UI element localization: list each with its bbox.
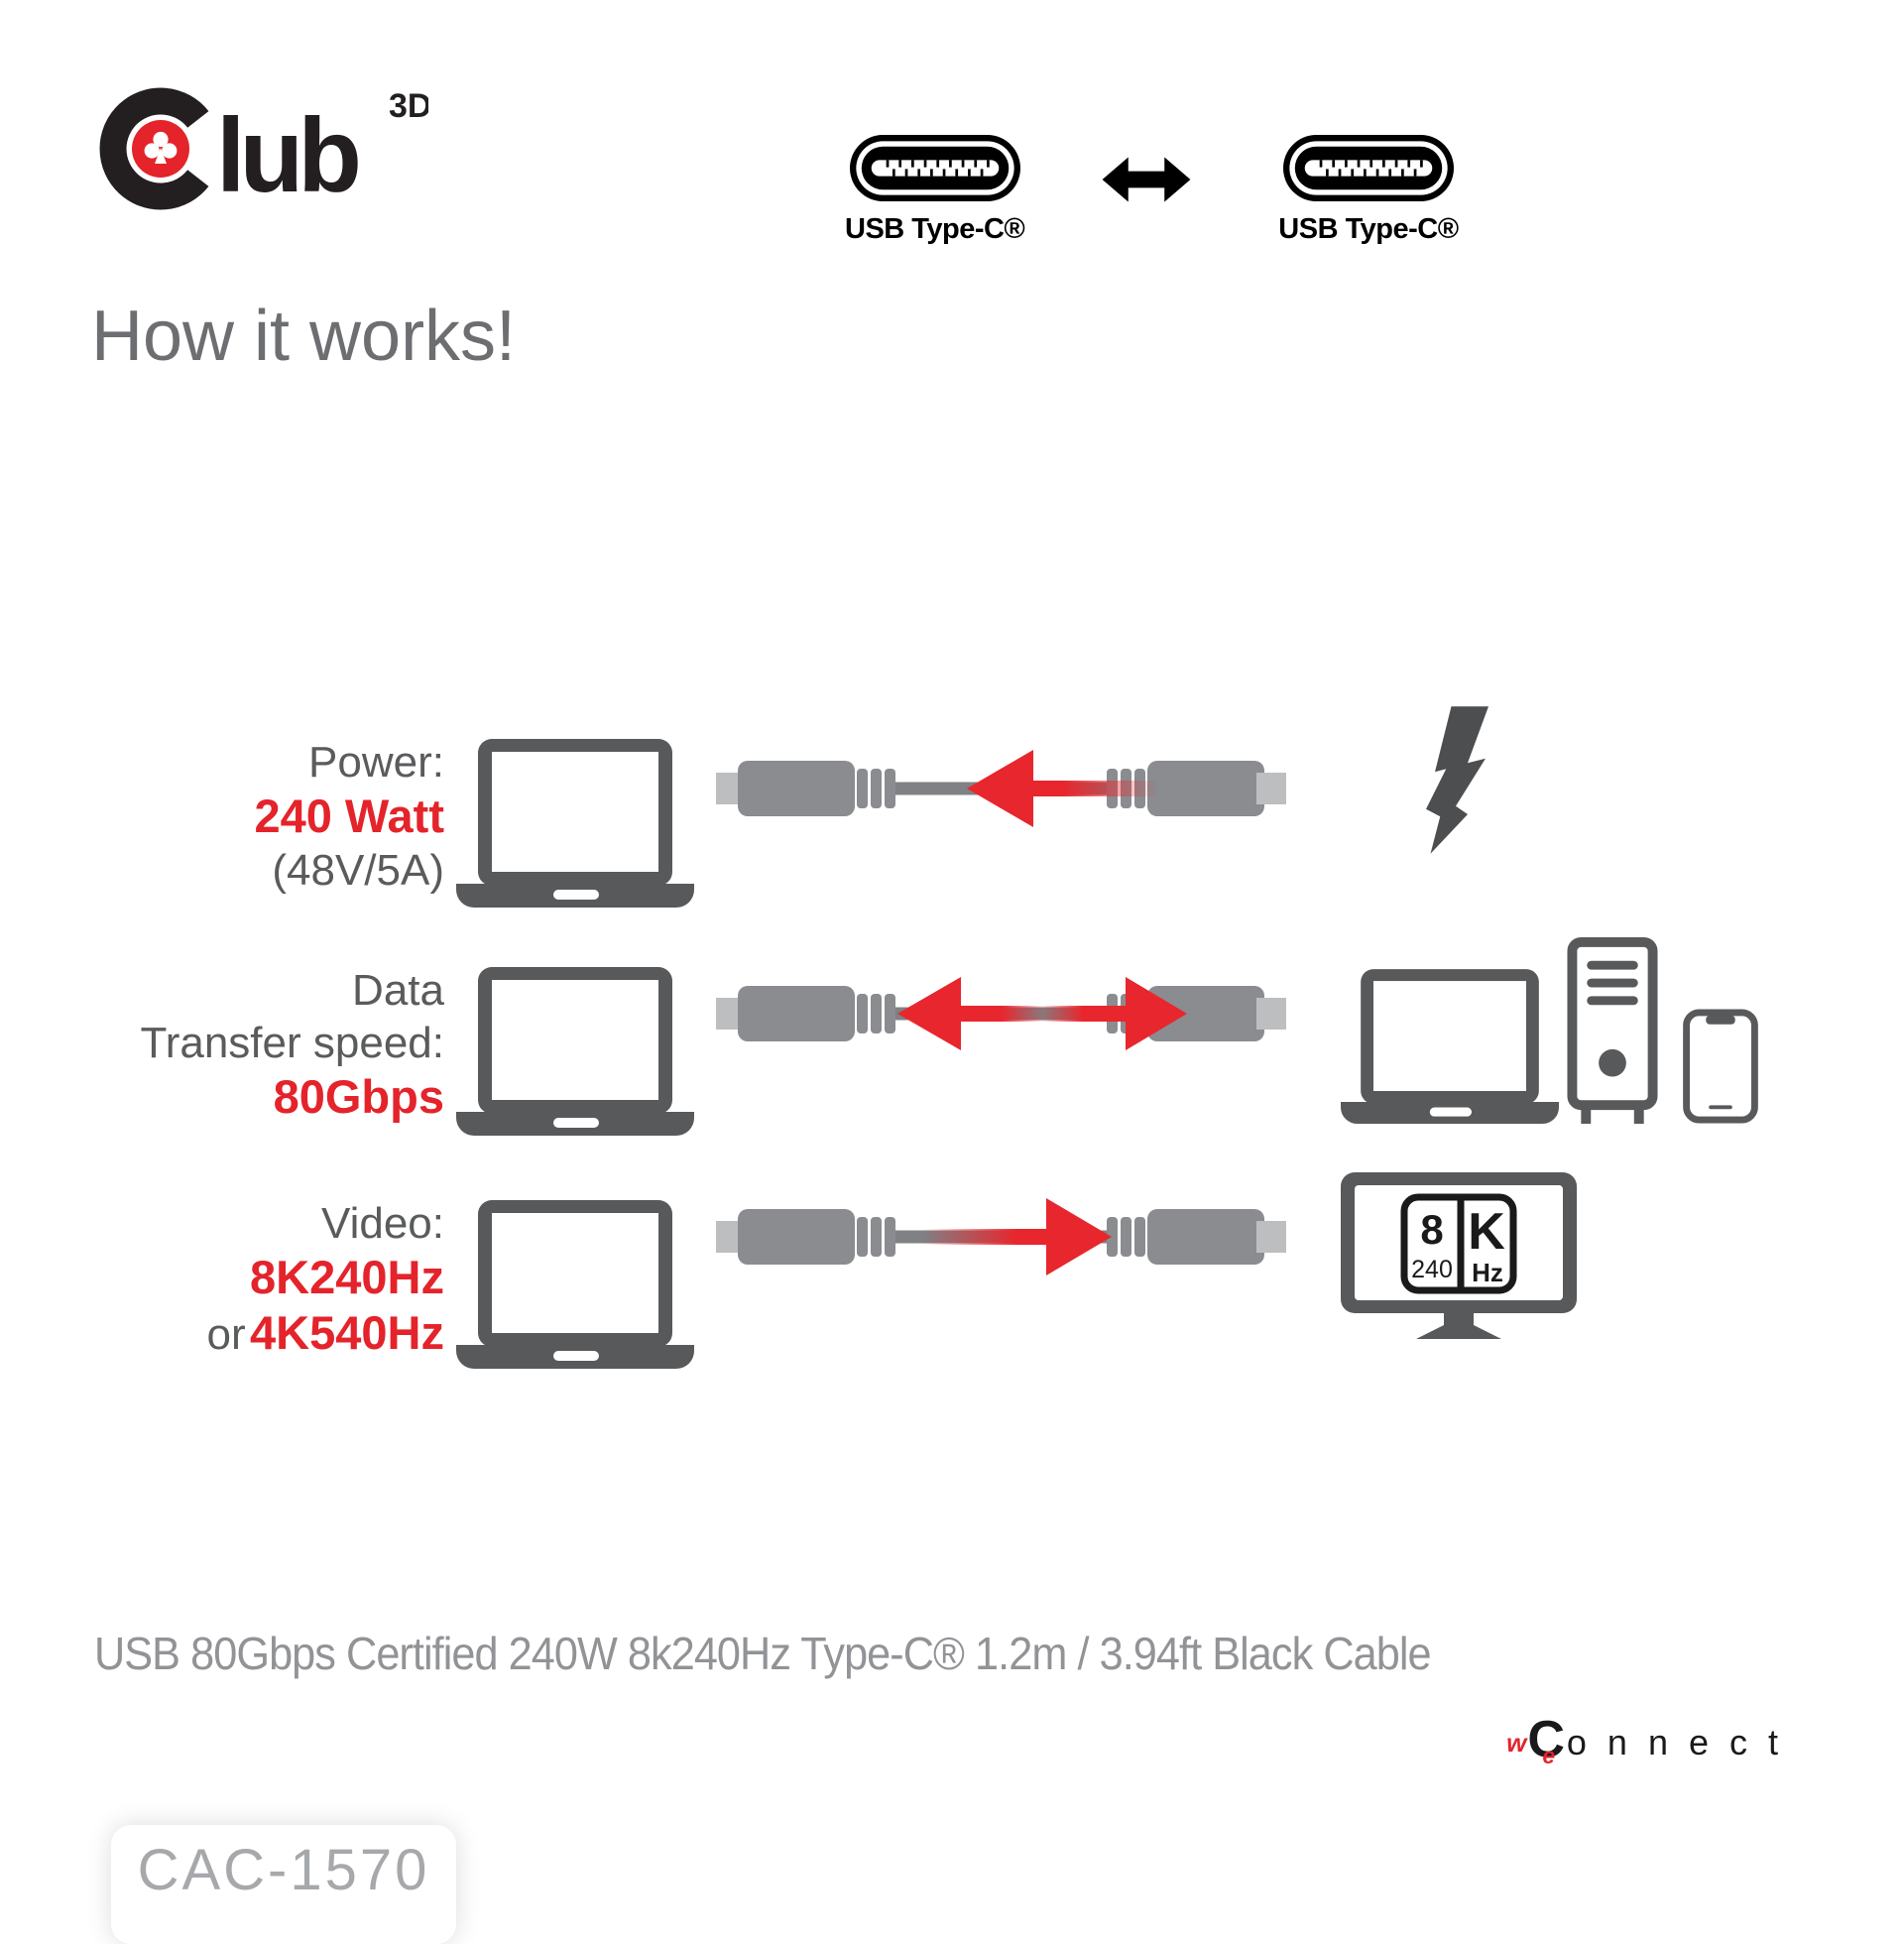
usb-c-port-icon bbox=[1282, 135, 1454, 201]
data-direction-arrow bbox=[897, 977, 1187, 1050]
cable-data-arrow-both bbox=[716, 977, 1286, 1050]
video-label: Video: bbox=[321, 1199, 444, 1248]
laptop-device-icon bbox=[1341, 969, 1559, 1124]
video-value: 8K240Hz bbox=[250, 1251, 444, 1303]
connected-devices-group bbox=[1341, 937, 1759, 1126]
data-label-line1: Data bbox=[352, 966, 444, 1015]
video-value2-line: or 4K540Hz bbox=[60, 1305, 444, 1361]
video-row-label: Video: 8K240Hz or 4K540Hz bbox=[60, 1197, 444, 1361]
bidirectional-arrow-icon bbox=[1102, 157, 1191, 202]
badge-k: K bbox=[1468, 1203, 1505, 1261]
usb-c-port-icon bbox=[849, 135, 1020, 201]
weconnect-rest: onnect bbox=[1566, 1722, 1799, 1762]
cable-video-arrow-right bbox=[716, 1198, 1286, 1276]
weconnect-w: w bbox=[1506, 1728, 1527, 1758]
data-label-line2: Transfer speed: bbox=[140, 1019, 444, 1067]
badge-240: 240 bbox=[1411, 1256, 1453, 1283]
power-sub: (48V/5A) bbox=[272, 846, 444, 895]
weconnect-e: e bbox=[1542, 1743, 1556, 1768]
usb-connector-left: USB Type-C® bbox=[845, 135, 1025, 246]
laptop-icon-data bbox=[456, 967, 694, 1136]
video-direction-arrow bbox=[922, 1198, 1112, 1276]
product-title: USB 80Gbps Certified 240W 8k240Hz Type-C… bbox=[94, 1628, 1432, 1679]
usb-connector-right: USB Type-C® bbox=[1278, 135, 1459, 246]
desktop-tower-icon bbox=[1567, 937, 1658, 1125]
usb-connectors-header: USB Type-C® USB Type-C® bbox=[845, 135, 1459, 246]
monitor-icon: 8 240 K Hz bbox=[1341, 1172, 1577, 1339]
video-or-text: or bbox=[206, 1310, 246, 1359]
club3d-logo-graphic: lub 3D bbox=[99, 87, 431, 214]
cable-power-arrow-left bbox=[716, 750, 1286, 827]
smartphone-icon bbox=[1683, 1009, 1758, 1124]
8k240hz-badge: 8 240 K Hz bbox=[1400, 1193, 1517, 1294]
data-value: 80Gbps bbox=[273, 1070, 444, 1123]
product-code-badge: CAC-1570 bbox=[111, 1825, 456, 1944]
lightning-bolt-icon bbox=[1426, 706, 1488, 854]
page-title: How it works! bbox=[91, 297, 517, 376]
logo-superscript: 3D bbox=[389, 87, 428, 125]
badge-hz: Hz bbox=[1472, 1258, 1503, 1287]
power-direction-arrow bbox=[967, 750, 1159, 827]
video-value2: 4K540Hz bbox=[250, 1306, 444, 1359]
power-row-label: Power: 240 Watt (48V/5A) bbox=[60, 736, 444, 897]
power-value: 240 Watt bbox=[254, 790, 444, 842]
badge-8: 8 bbox=[1420, 1206, 1443, 1253]
logo-c-ring bbox=[99, 87, 209, 210]
usb-type-c-label-left: USB Type-C® bbox=[845, 213, 1025, 245]
club3d-logo: lub 3D bbox=[91, 71, 431, 223]
product-code: CAC-1570 bbox=[137, 1838, 430, 1902]
power-label: Power: bbox=[308, 738, 444, 787]
laptop-icon-video bbox=[456, 1200, 694, 1369]
data-row-label: Data Transfer speed: 80Gbps bbox=[60, 964, 444, 1125]
logo-word: lub bbox=[216, 97, 358, 214]
infographic-page: lub 3D USB Type-C® bbox=[60, 71, 1799, 1902]
clover-icon bbox=[144, 131, 178, 164]
usb-type-c-label-right: USB Type-C® bbox=[1278, 213, 1459, 245]
laptop-icon-power bbox=[456, 739, 694, 908]
